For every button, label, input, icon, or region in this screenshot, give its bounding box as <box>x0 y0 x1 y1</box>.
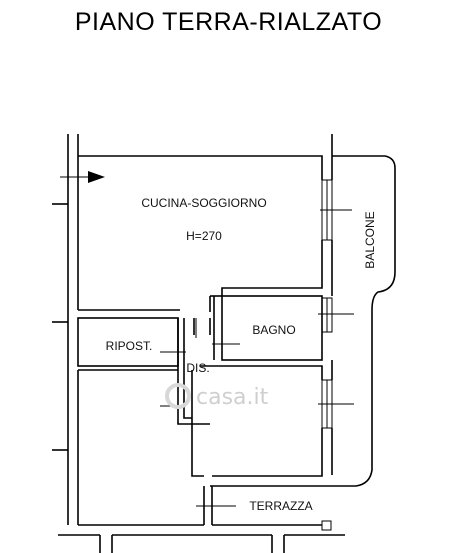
page-title: PIANO TERRA-RIALZATO <box>74 8 383 36</box>
label-kitchen-living: CUCINA-SOGGIORNO <box>141 196 266 210</box>
room-kitchen-living <box>77 155 323 312</box>
label-bathroom: BAGNO <box>252 323 295 337</box>
watermark: casa.it <box>165 383 269 410</box>
label-terrace: TERRAZZA <box>249 499 312 513</box>
watermark-text: casa.it <box>196 385 269 410</box>
room-terrace <box>196 486 332 531</box>
bottom-walls <box>58 534 345 553</box>
room-bathroom <box>212 295 354 361</box>
window-kitchen <box>320 179 352 241</box>
label-storage: RIPOST. <box>106 339 153 353</box>
label-balcony: BALCONE <box>363 211 377 268</box>
label-height: H=270 <box>186 229 222 243</box>
balcony-outline <box>210 155 396 487</box>
label-hall: DIS. <box>186 361 209 375</box>
room-lower-right <box>191 365 354 477</box>
entrance-arrow-icon <box>60 162 105 192</box>
outer-left-wall <box>52 134 79 525</box>
room-lower-left <box>77 370 204 526</box>
